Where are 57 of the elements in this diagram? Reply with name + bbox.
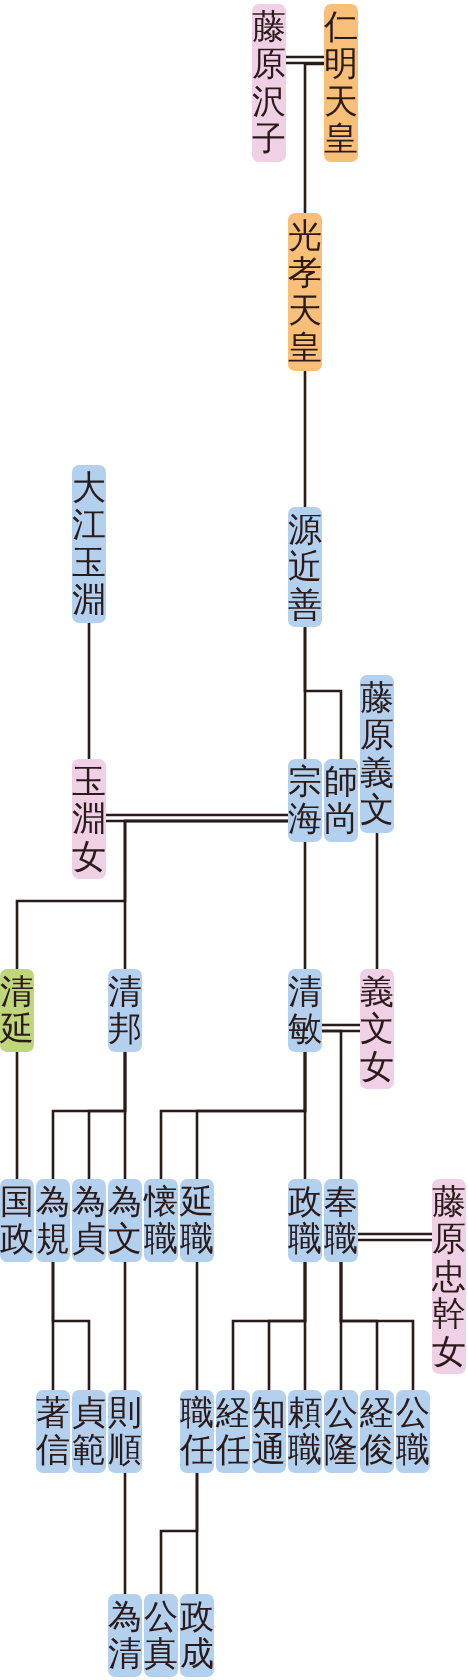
name-box: 玉淵女 [72, 759, 106, 880]
name-box: 公真 [144, 1594, 178, 1677]
name-box: 藤原沢子 [252, 4, 286, 162]
name-box: 知通 [252, 1390, 286, 1473]
name-box: 為貞 [72, 1179, 106, 1262]
name-box: 延職 [180, 1179, 214, 1262]
lineage-line [303, 1051, 307, 1179]
name-box: 清敏 [288, 969, 322, 1052]
lineage-line [15, 1051, 19, 1179]
name-box: 貞範 [72, 1390, 106, 1473]
name-box: 義文女 [360, 969, 394, 1090]
name-box: 経任 [216, 1390, 250, 1473]
marriage-line [320, 1023, 362, 1033]
marriage-line [104, 813, 290, 823]
lineage-line [303, 1261, 307, 1390]
lineage-line [375, 832, 379, 969]
lineage-line [303, 62, 324, 213]
lineage-line [51, 1261, 91, 1390]
name-box: 国政 [0, 1179, 34, 1262]
name-box: 源近善 [288, 507, 322, 628]
name-box: 奉職 [324, 1179, 358, 1262]
name-box: 清延 [0, 969, 34, 1052]
lineage-line [123, 1261, 127, 1390]
name-box: 政成 [180, 1594, 214, 1677]
name-box: 藤原義文 [360, 675, 394, 833]
marriage-line [356, 1232, 434, 1242]
marriage-line [284, 55, 326, 65]
name-box: 則順 [108, 1390, 142, 1473]
name-box: 為文 [108, 1179, 142, 1262]
name-box: 懐職 [144, 1179, 178, 1262]
lineage-line [195, 1261, 199, 1390]
name-box: 政職 [288, 1179, 322, 1262]
name-box: 光孝天皇 [288, 213, 322, 371]
name-box: 為清 [108, 1594, 142, 1677]
lineage-line [339, 1261, 415, 1390]
name-box: 大江玉淵 [72, 465, 106, 623]
lineage-line [303, 841, 307, 969]
lineage-line [195, 1472, 199, 1594]
name-box: 師尚 [324, 759, 358, 842]
name-box: 仁明天皇 [324, 4, 358, 162]
name-box: 著信 [36, 1390, 70, 1473]
lineage-line [322, 1029, 343, 1179]
lineage-line [303, 627, 343, 759]
name-box: 宗海 [288, 759, 322, 842]
name-box: 藤原忠幹女 [432, 1179, 466, 1374]
name-box: 経俊 [360, 1390, 394, 1473]
name-box: 公隆 [324, 1390, 358, 1473]
lineage-line [123, 819, 288, 969]
name-box: 清邦 [108, 969, 142, 1052]
lineage-line [303, 370, 307, 507]
name-box: 職任 [180, 1390, 214, 1473]
lineage-line [123, 1051, 127, 1179]
name-box: 頼職 [288, 1390, 322, 1473]
lineage-line [87, 622, 91, 759]
name-box: 公職 [396, 1390, 430, 1473]
name-box: 為規 [36, 1179, 70, 1262]
lineage-line [123, 1472, 127, 1594]
